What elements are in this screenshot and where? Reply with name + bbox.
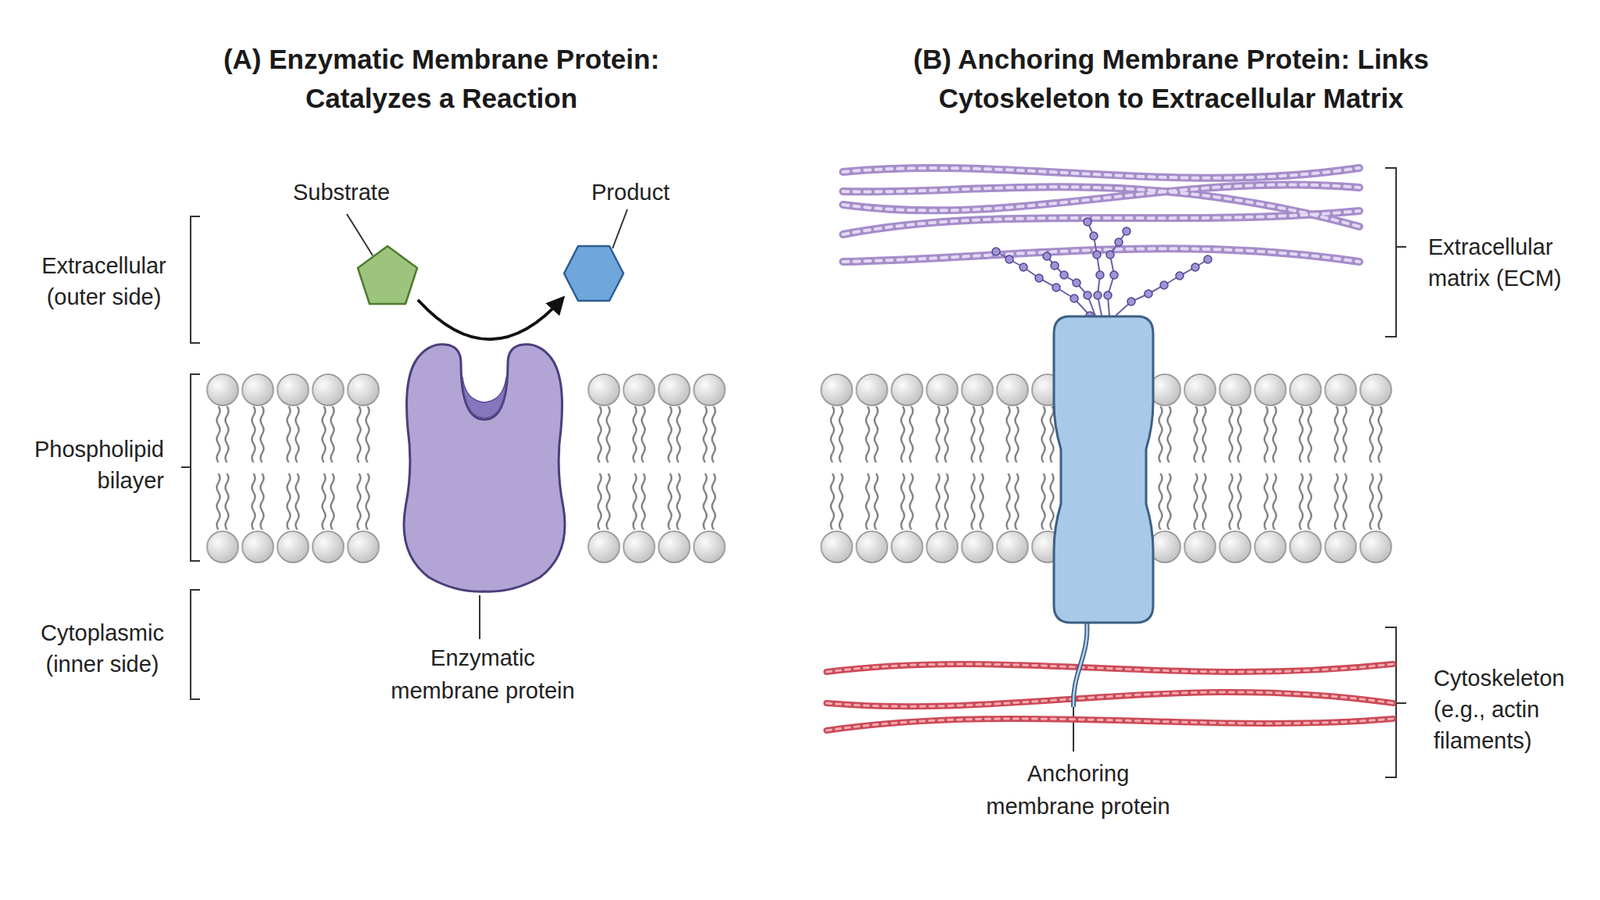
lipid-row (819, 367, 1066, 571)
glycan-chains (996, 221, 1208, 316)
node-shape (462, 377, 507, 418)
ecm-fiber (842, 248, 1360, 262)
node-shape (564, 246, 624, 301)
actin-twist (826, 664, 1393, 672)
ecm-fiber-twist (842, 248, 1360, 262)
bracket (190, 589, 200, 700)
product-label: Product (552, 175, 709, 209)
glycan-chain (1107, 231, 1127, 316)
actin-filament (826, 692, 1393, 707)
lipid-row (1147, 367, 1394, 571)
leader-line (612, 209, 628, 249)
glycan-chain (1087, 221, 1102, 316)
glycan-chain (1046, 256, 1096, 316)
leader-line (478, 595, 481, 640)
lipid-row (205, 367, 382, 571)
node-shape (403, 344, 565, 592)
glycan-chain (996, 251, 1090, 316)
actin-twist (826, 718, 1393, 731)
node-shape (357, 246, 418, 304)
substrate-label: Substrate (263, 175, 420, 209)
leader-group (346, 209, 1074, 752)
lipid-bilayer (819, 367, 1066, 571)
region-label: Phospholipid bilayer (7, 433, 165, 497)
lipid-bilayer (205, 367, 382, 571)
node-outline (562, 242, 625, 305)
actin-filament (826, 664, 1393, 672)
actin-twist (826, 692, 1393, 707)
substrate-pentagon: Substrate (356, 244, 419, 308)
ecm-fiber-twist (842, 167, 1360, 179)
actin-filament (826, 718, 1393, 731)
panel-title: (B) Anchoring Membrane Protein: Links Cy… (874, 39, 1468, 118)
region-label: Extracellular (outer side) (25, 250, 183, 313)
protein-label: Enzymatic membrane protein (381, 641, 585, 708)
region-label: Cytoplasmic (inner side) (24, 617, 181, 680)
node-outline (1053, 316, 1154, 623)
bracket (181, 374, 200, 561)
protein-tail-core (1073, 621, 1088, 708)
region-label: Cytoskeleton (e.g., actin filaments) (1433, 662, 1579, 757)
protein-label: Anchoring membrane protein (976, 757, 1180, 823)
product-hexagon: Product (562, 242, 625, 305)
ecm-fiber-twist (842, 186, 1360, 227)
bracket (190, 216, 200, 343)
reaction-arrow (418, 298, 563, 340)
lipid-bilayer (586, 367, 728, 571)
anchoring-protein: Anchoring membrane protein (1053, 316, 1154, 623)
ecm-fiber (842, 210, 1360, 235)
ecm-fiber (842, 167, 1360, 179)
glycan-chain (1115, 259, 1208, 316)
leader-line (346, 214, 373, 256)
lipid-bilayer (1147, 367, 1394, 571)
bracket (1385, 167, 1407, 337)
enzymatic-protein: Enzymatic membrane protein (385, 342, 583, 592)
node-shape (1053, 316, 1154, 623)
actin-filaments (826, 664, 1393, 731)
leader-line (1072, 707, 1075, 752)
bracket-group (181, 167, 1407, 778)
panel-title: (A) Enzymatic Membrane Protein: Catalyze… (183, 39, 700, 118)
protein-tail (1073, 621, 1088, 708)
ecm-fibers (842, 167, 1360, 262)
node-outline (385, 342, 583, 592)
region-label: Extracellular matrix (ECM) (1428, 231, 1585, 294)
node-outline (356, 244, 419, 308)
ecm-fiber-twist (842, 210, 1360, 235)
lipid-row (586, 367, 728, 571)
